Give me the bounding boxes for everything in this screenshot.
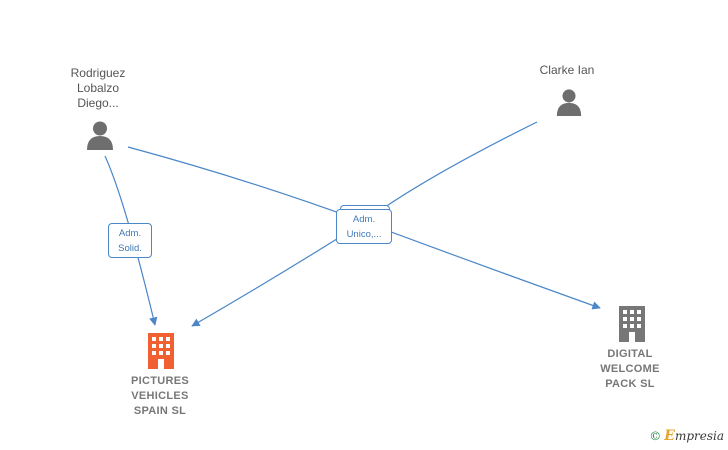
edge-rodriguez-pictures	[104, 155, 158, 326]
company-label-digital[interactable]: DIGITAL WELCOME PACK SL	[600, 348, 660, 390]
edge-label-adm-unico[interactable]: Adm. Unico,...	[336, 209, 392, 244]
copyright-symbol: ©	[649, 429, 662, 443]
building-icon[interactable]	[617, 306, 647, 342]
company-label-pictures[interactable]: PICTURES VEHICLES SPAIN SL	[130, 375, 190, 417]
brand-name: mpresia	[674, 429, 724, 443]
person-label-rodriguez[interactable]: Rodriguez Lobalzo Diego...	[70, 66, 126, 110]
brand-initial: E	[664, 428, 675, 444]
person-icon[interactable]	[85, 120, 115, 150]
empresia-watermark: ©Empresia	[649, 428, 724, 444]
person-label-clarke[interactable]: Clarke Ian	[539, 63, 595, 77]
building-icon[interactable]	[146, 333, 176, 369]
person-icon[interactable]	[555, 88, 583, 116]
edge-label-adm-solid[interactable]: Adm. Solid.	[108, 223, 152, 258]
